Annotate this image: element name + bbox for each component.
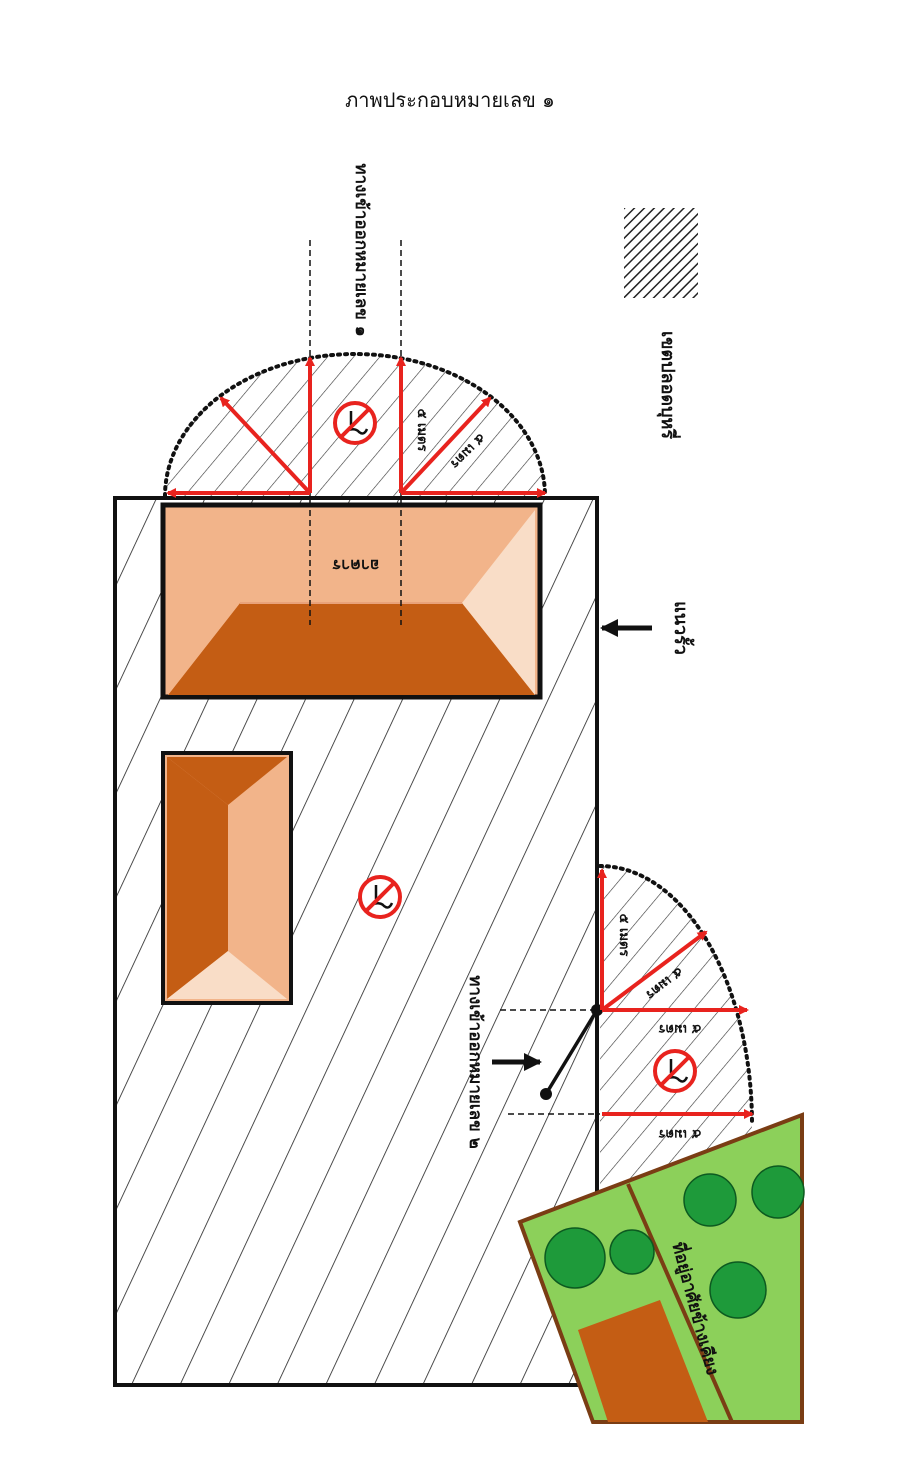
no-smoking-icon — [358, 875, 402, 919]
exit-2: ทางเข้าออกหมายเลข ๒ — [465, 975, 603, 1149]
legend-swatch — [624, 208, 698, 298]
exit-1-distance-arrows — [166, 356, 547, 498]
main-building: อาคาร — [160, 502, 543, 700]
small-building — [161, 751, 293, 1005]
distance-label: ๕ เมตร — [659, 1126, 702, 1141]
legend: เขตปลอดบุหรี่ — [624, 208, 698, 439]
exit-1-label: ทางเข้าออกหมายเลข ๑ — [351, 163, 371, 336]
exit-2-distance-arrows — [597, 868, 754, 1119]
figure-title: ภาพประกอบหมายเลข ๑ — [345, 88, 555, 112]
fence-label: แนวรั้ว — [670, 601, 695, 655]
no-smoking-icon — [653, 1049, 697, 1093]
exit-2-label: ทางเข้าออกหมายเลข ๒ — [465, 975, 485, 1149]
no-smoking-icon — [333, 401, 377, 445]
tree-icon — [544, 1165, 805, 1319]
building-label: อาคาร — [332, 556, 379, 575]
distance-label: ๕ เมตร — [659, 1021, 702, 1036]
distance-label: ๕ เมตร — [616, 914, 631, 957]
neighbor-lot: ที่อยู่อาศัยข้างเคียง — [517, 1112, 805, 1424]
distance-label: ๕ เมตร — [414, 409, 429, 452]
legend-label: เขตปลอดบุหรี่ — [656, 331, 681, 439]
fence-marker: แนวรั้ว — [600, 601, 695, 655]
